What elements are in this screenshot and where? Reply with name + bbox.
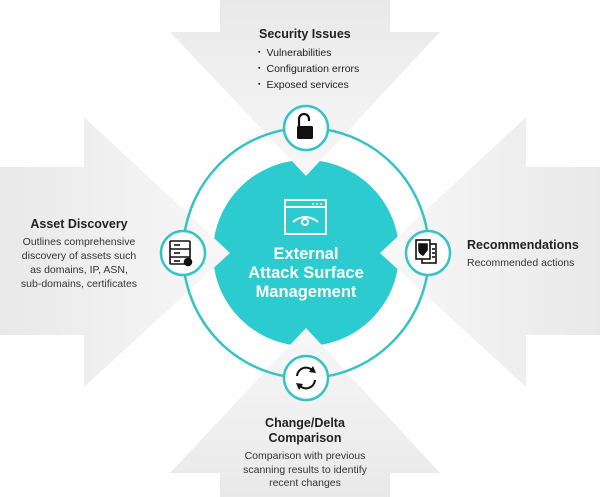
body-line: scanning results to identify xyxy=(243,463,367,476)
arrow-right xyxy=(380,117,600,387)
body-line: recent changes xyxy=(269,477,341,489)
node-asset xyxy=(159,229,207,277)
list-item: Configuration errors xyxy=(258,61,359,77)
center-title-line: Management xyxy=(255,283,357,301)
security-issues-title: Security Issues xyxy=(259,27,351,41)
body-line: Outlines comprehensive xyxy=(22,236,136,248)
arrow-left xyxy=(0,117,230,387)
server-gear-icon xyxy=(169,240,193,267)
asset-discovery-title: Asset Discovery xyxy=(30,217,128,231)
refresh-cycle-icon xyxy=(296,366,316,390)
list-item: Exposed services xyxy=(258,77,359,93)
browser-eye-icon xyxy=(284,199,327,235)
body-line: Comparison with previous xyxy=(244,450,366,462)
change-delta-title: Change/Delta Comparison xyxy=(205,416,405,446)
body-line: discovery of assets such xyxy=(21,250,137,262)
center-core xyxy=(213,160,399,346)
recommendations-title: Recommendations xyxy=(467,238,579,252)
body-line: sub-domains, certificates xyxy=(20,278,138,290)
title-line: Comparison xyxy=(268,431,342,445)
asset-discovery-body: Outlines comprehensive discovery of asse… xyxy=(0,235,158,291)
change-delta-body: Comparison with previous scanning result… xyxy=(205,450,405,491)
center-title: External Attack Surface Management xyxy=(206,245,406,302)
list-item: Vulnerabilities xyxy=(258,45,359,61)
unlocked-padlock-icon xyxy=(297,112,313,139)
node-change xyxy=(282,354,330,402)
center-title-line: External xyxy=(273,245,339,263)
security-issues-list: Vulnerabilities Configuration errors Exp… xyxy=(258,45,359,93)
arrow-bottom xyxy=(170,328,440,497)
title-line: Change/Delta xyxy=(265,416,345,430)
center-title-line: Attack Surface xyxy=(248,264,364,282)
recommendations-body: Recommended actions xyxy=(467,257,575,269)
body-line: as domains, IP, ASN, xyxy=(30,264,128,276)
shield-document-icon xyxy=(415,239,437,264)
